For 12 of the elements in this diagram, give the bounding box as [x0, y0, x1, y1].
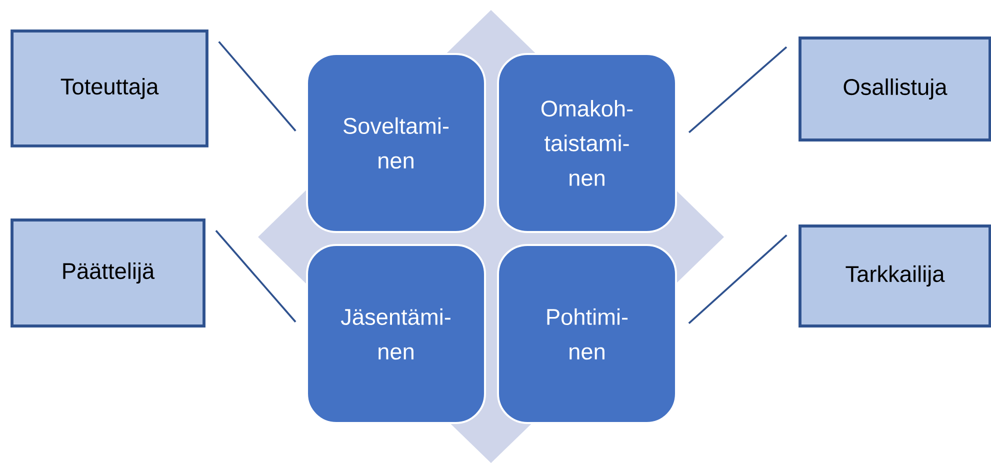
quadrant-box: Pohtimi- nen	[497, 244, 677, 424]
role-box: Osallistuja	[798, 36, 991, 142]
quadrant-box: Jäsentämi- nen	[306, 244, 486, 424]
connector-line	[688, 46, 788, 134]
role-box: Päättelijä	[10, 218, 206, 328]
role-box: Toteuttaja	[10, 30, 208, 148]
quadrant-box: Soveltami- nen	[306, 53, 486, 233]
connector-line	[688, 234, 788, 324]
quadrant-box: Omakoh- taistami- nen	[497, 53, 677, 233]
connector-line	[215, 230, 296, 323]
connector-line	[218, 41, 296, 132]
role-box: Tarkkailija	[798, 224, 991, 328]
